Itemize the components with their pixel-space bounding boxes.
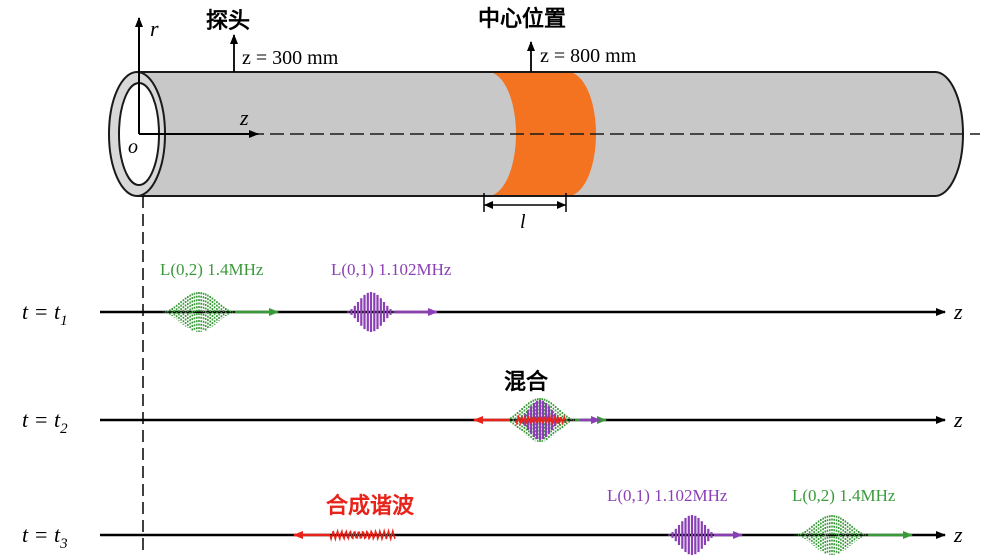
timeline-z-label: z xyxy=(953,407,963,432)
l01-label-t3: L(0,1) 1.102MHz xyxy=(607,486,728,505)
time-label: t = t2 xyxy=(22,407,68,437)
probe-position: z = 300 mm xyxy=(242,47,339,69)
timeline-t2: t = t2 z xyxy=(22,407,963,437)
l01-wave-packet-t3 xyxy=(668,515,716,555)
l01-label-t1: L(0,1) 1.102MHz xyxy=(331,260,452,279)
mixing-label: 混合 xyxy=(504,369,549,395)
timeline-z-label: z xyxy=(953,522,963,547)
l02-label-t3: L(0,2) 1.4MHz xyxy=(792,486,896,505)
axis-r-label: r xyxy=(150,16,159,41)
wave-packets xyxy=(162,292,869,555)
propagation-arrows xyxy=(235,308,913,539)
time-label: t = t1 xyxy=(22,299,68,329)
l02-label-t1: L(0,2) 1.4MHz xyxy=(160,260,264,279)
harmonic-label: 合成谐波 xyxy=(326,493,415,519)
harmonic-wave-t2 xyxy=(515,414,567,426)
timeline-z-label: z xyxy=(953,299,963,324)
harmonic-wave-t3 xyxy=(329,528,396,542)
origin-label: o xyxy=(128,136,138,158)
center-label: 中心位置 xyxy=(478,6,566,32)
l02-wave-packet-t3 xyxy=(795,515,869,555)
axis-z-label: z xyxy=(239,105,249,130)
time-label: t = t3 xyxy=(22,522,68,552)
timeline-t1: t = t1 z xyxy=(22,299,963,329)
center-position: z = 800 mm xyxy=(540,45,637,67)
probe-label: 探头 xyxy=(206,8,250,34)
length-label: l xyxy=(520,211,526,233)
pipe-illustration: r z o 探头 z = 300 mm 中心位置 z = 800 mm l xyxy=(108,6,980,552)
l01-wave-packet-t1 xyxy=(347,292,395,332)
timeline-t3: t = t3 z xyxy=(22,522,963,552)
l02-wave-packet-t1 xyxy=(162,292,236,332)
